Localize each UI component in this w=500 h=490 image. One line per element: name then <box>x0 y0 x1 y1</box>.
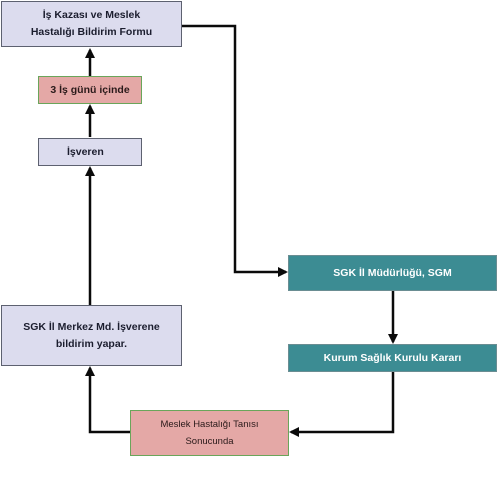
node-three-workdays-label: 3 İş günü içinde <box>50 83 130 96</box>
arrow-health-board-to-diagnosis <box>289 372 395 437</box>
node-diagnosis-result: Meslek Hastalığı Tanısı Sonucunda <box>130 410 289 456</box>
node-sgk-province: SGK İl Müdürlüğü, SGM <box>288 255 497 291</box>
node-three-workdays: 3 İş günü içinde <box>38 76 142 104</box>
node-employer: İşveren <box>38 138 142 166</box>
node-health-board-decision: Kurum Sağlık Kurulu Kararı <box>288 344 497 372</box>
node-bildirim-formu: İş Kazası ve Meslek Hastalığı Bildirim F… <box>1 1 182 47</box>
arrow-form-to-sgk-province <box>182 24 288 277</box>
node-sgk-center-notification-label: SGK İl Merkez Md. İşverene bildirim yapa… <box>23 320 160 350</box>
arrow-diagnosis-to-sgk-center <box>85 366 130 434</box>
node-sgk-center-notification: SGK İl Merkez Md. İşverene bildirim yapa… <box>1 305 182 366</box>
node-diagnosis-result-label: Meslek Hastalığı Tanısı Sonucunda <box>160 419 259 447</box>
node-bildirim-formu-label: İş Kazası ve Meslek Hastalığı Bildirim F… <box>30 9 153 38</box>
node-employer-label: İşveren <box>67 145 104 158</box>
node-sgk-province-label: SGK İl Müdürlüğü, SGM <box>333 266 452 279</box>
node-health-board-decision-label: Kurum Sağlık Kurulu Kararı <box>323 351 462 364</box>
